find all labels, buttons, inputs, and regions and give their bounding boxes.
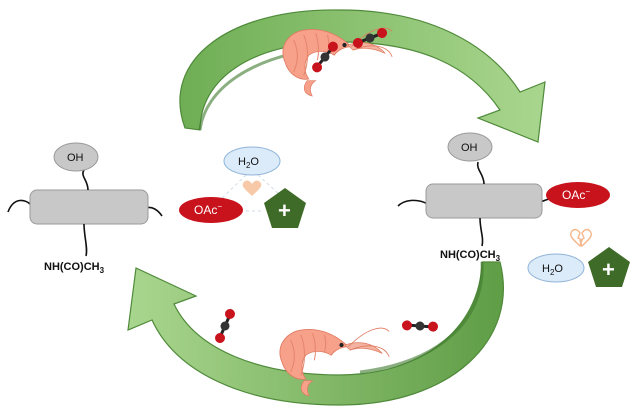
chitin-unit-right: OH NH(CO)CH3 OAc− H2O +	[397, 132, 630, 287]
svg-text:+: +	[602, 257, 615, 282]
chitin-unit-left: OH NH(CO)CH3	[7, 142, 163, 275]
acetate-label-center: OAc−	[194, 202, 222, 217]
amide-label-left: NH(CO)CH3	[44, 261, 105, 275]
co2-molecule-icon-bottom-right	[398, 305, 442, 347]
heart-icon	[242, 180, 262, 196]
hydroxyl-group-left	[53, 142, 99, 172]
bottom-cycle-arrow	[127, 261, 505, 406]
water-label-right: H2O	[542, 263, 563, 277]
acetate-anion-right	[546, 182, 610, 208]
svg-text:+: +	[278, 198, 291, 223]
amide-label-right: NH(CO)CH3	[440, 249, 501, 263]
water-molecule-center	[223, 146, 281, 176]
polymer-backbone-right	[425, 183, 543, 219]
co2-molecule-icon-bottom-left	[203, 305, 247, 347]
water-label-center: H2O	[238, 156, 259, 170]
polymer-backbone-left	[29, 189, 149, 225]
pentagon-cation-icon-right: +	[588, 247, 630, 287]
pentagon-cation-icon-center: +	[264, 188, 306, 228]
hydroxyl-label-right: OH	[461, 142, 478, 154]
water-molecule-right	[527, 253, 585, 283]
acetate-anion-center	[179, 197, 243, 223]
ionic-liquid-center: H2O OAc− +	[179, 146, 306, 228]
broken-heart-icon	[570, 228, 592, 248]
hydroxyl-label-left: OH	[67, 152, 84, 164]
hydroxyl-group-right	[447, 132, 493, 162]
acetate-label-right: OAc−	[562, 187, 590, 202]
top-cycle-arrow	[179, 9, 546, 143]
